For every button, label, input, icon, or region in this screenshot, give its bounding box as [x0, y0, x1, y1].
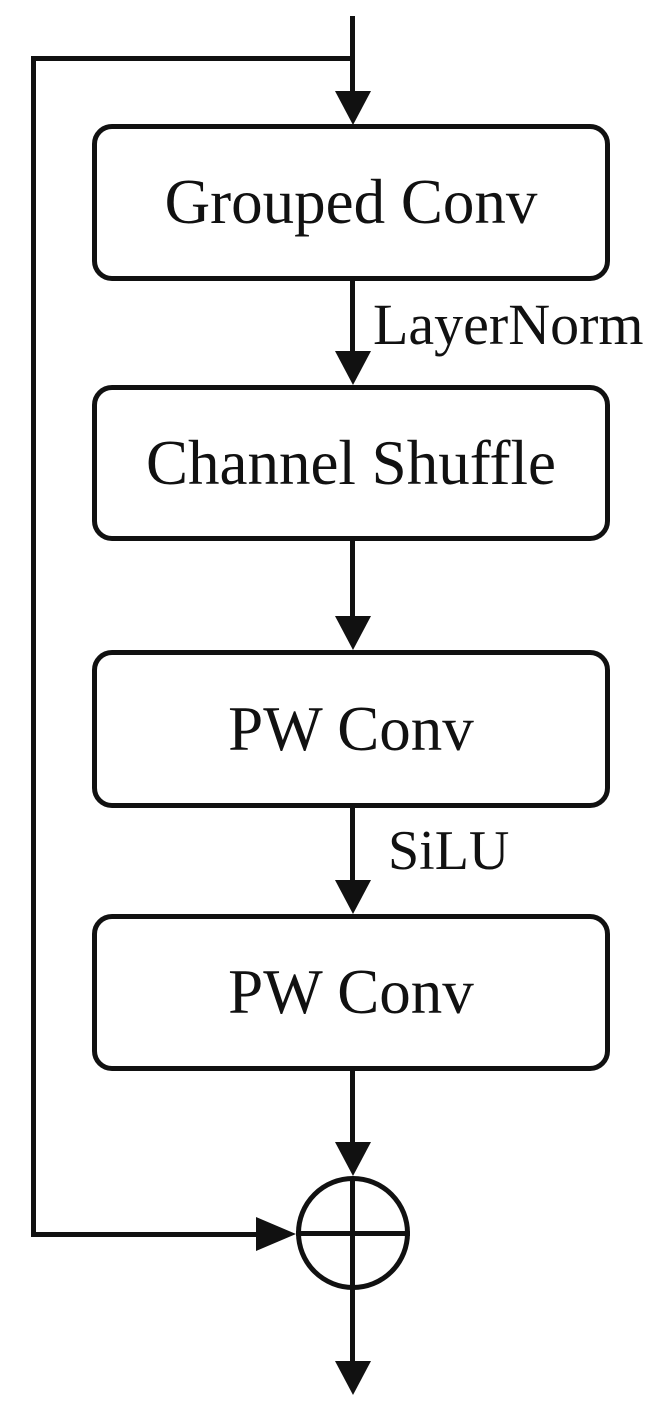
edge-groupedconv-to-shuffle-line	[350, 281, 355, 351]
node-pw-conv-1: PW Conv	[92, 650, 610, 808]
edge-shuffle-to-pwconv1-line	[350, 541, 355, 616]
node-pw-conv-1-label: PW Conv	[228, 693, 474, 764]
edge-label-silu: SiLU	[388, 820, 510, 882]
skip-connection-bottom-line	[31, 1232, 256, 1237]
residual-add-cross-vertical	[350, 1178, 355, 1361]
node-pw-conv-2: PW Conv	[92, 914, 610, 1071]
output-arrowhead-icon	[335, 1361, 371, 1395]
edge-groupedconv-to-shuffle-arrowhead-icon	[335, 351, 371, 385]
input-flow-line	[350, 16, 355, 92]
node-channel-shuffle: Channel Shuffle	[92, 385, 610, 541]
edge-shuffle-to-pwconv1-arrowhead-icon	[335, 616, 371, 650]
skip-connection-top-line	[31, 56, 353, 61]
edge-pwconv1-to-pwconv2-arrowhead-icon	[335, 880, 371, 914]
input-arrowhead-icon	[335, 91, 371, 125]
edge-pwconv2-to-add-line	[350, 1071, 355, 1142]
skip-arrowhead-right-icon	[256, 1217, 296, 1251]
edge-pwconv2-to-add-arrowhead-icon	[335, 1142, 371, 1176]
edge-label-layernorm: LayerNorm	[373, 292, 644, 357]
node-channel-shuffle-label: Channel Shuffle	[145, 427, 557, 498]
edge-pwconv1-to-pwconv2-line	[350, 808, 355, 880]
node-pw-conv-2-label: PW Conv	[228, 957, 474, 1027]
node-grouped-conv: Grouped Conv	[92, 124, 610, 281]
node-grouped-conv-label: Grouped Conv	[164, 167, 538, 237]
skip-connection-left-line	[31, 56, 36, 1237]
